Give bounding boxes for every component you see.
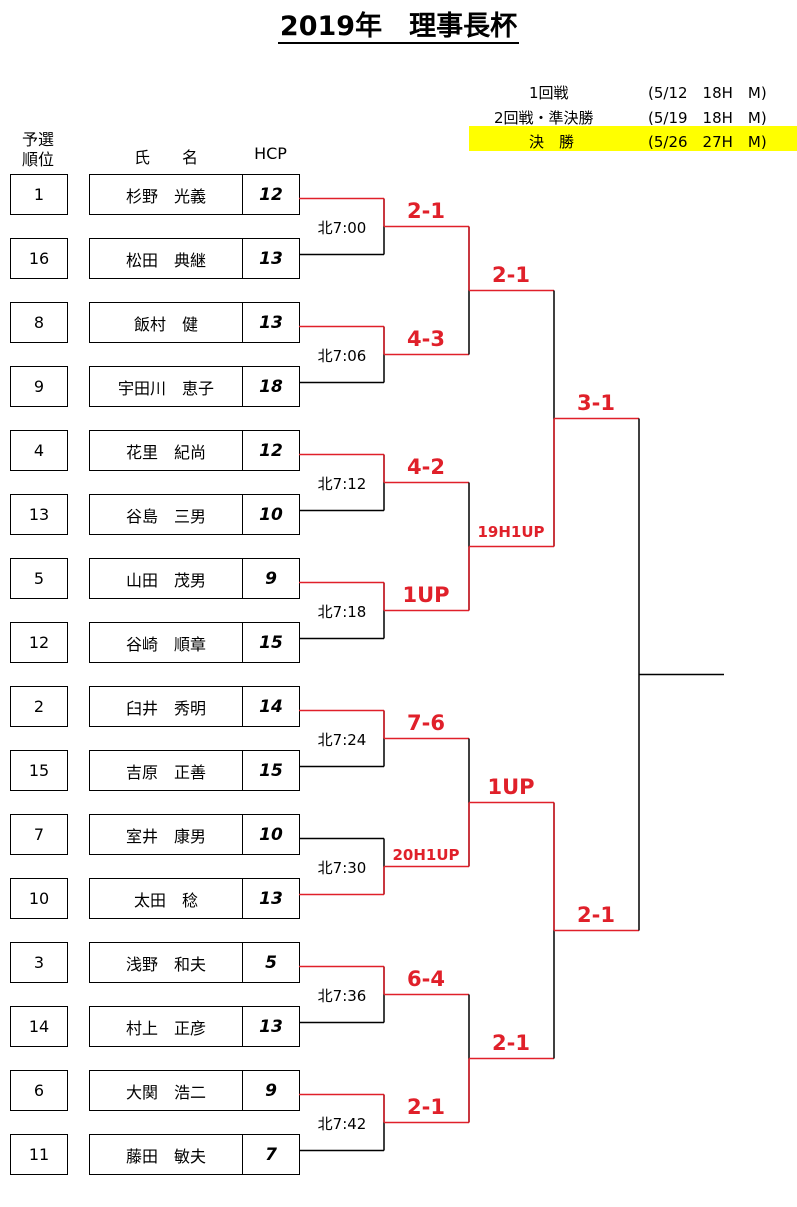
player-hcp: 7 xyxy=(242,1134,300,1175)
seed-cell: 6 xyxy=(10,1070,68,1111)
player-name: 花里 紀尚 xyxy=(89,430,243,471)
player-name: 松田 典継 xyxy=(89,238,243,279)
player-hcp: 18 xyxy=(242,366,300,407)
seed-header: 予選 順位 xyxy=(21,130,54,169)
seed-cell: 16 xyxy=(10,238,68,279)
schedule-round1-detail: (5/12 18H M) xyxy=(648,84,767,102)
schedule-round2-label: 2回戦・準決勝 xyxy=(494,109,594,127)
semifinal-score: 2-1 xyxy=(577,902,615,927)
player-name: 臼井 秀明 xyxy=(89,686,243,727)
player-hcp: 12 xyxy=(242,174,300,215)
round1-score: 4-2 xyxy=(407,454,445,479)
player-hcp: 10 xyxy=(242,494,300,535)
name-header: 氏 名 xyxy=(133,148,198,167)
player-name: 太田 稔 xyxy=(89,878,243,919)
round1-score: 2-1 xyxy=(407,198,445,223)
player-hcp: 10 xyxy=(242,814,300,855)
round2-score: 2-1 xyxy=(492,262,530,287)
schedule-round2-detail: (5/19 18H M) xyxy=(648,109,767,127)
seed-cell: 7 xyxy=(10,814,68,855)
player-name: 谷島 三男 xyxy=(89,494,243,535)
player-hcp: 9 xyxy=(242,558,300,599)
page-title: 2019年 理事長杯 xyxy=(277,11,520,44)
hcp-header: HCP xyxy=(254,144,287,163)
player-name: 吉原 正善 xyxy=(89,750,243,791)
player-hcp: 15 xyxy=(242,622,300,663)
player-name: 村上 正彦 xyxy=(89,1006,243,1047)
schedule-final-detail: (5/26 27H M) xyxy=(648,133,767,151)
player-hcp: 15 xyxy=(242,750,300,791)
seed-cell: 13 xyxy=(10,494,68,535)
seed-cell: 11 xyxy=(10,1134,68,1175)
seed-cell: 2 xyxy=(10,686,68,727)
player-name: 大関 浩二 xyxy=(89,1070,243,1111)
tee-time: 北7:36 xyxy=(317,986,367,1005)
player-name: 杉野 光義 xyxy=(89,174,243,215)
player-hcp: 12 xyxy=(242,430,300,471)
player-name: 藤田 敏夫 xyxy=(89,1134,243,1175)
seed-cell: 10 xyxy=(10,878,68,919)
seed-cell: 1 xyxy=(10,174,68,215)
player-name: 宇田川 恵子 xyxy=(89,366,243,407)
tee-time: 北7:30 xyxy=(317,858,367,877)
player-name: 浅野 和夫 xyxy=(89,942,243,983)
tee-time: 北7:06 xyxy=(317,346,367,365)
tee-time: 北7:12 xyxy=(317,474,367,493)
round1-score: 20H1UP xyxy=(392,845,460,864)
seed-cell: 15 xyxy=(10,750,68,791)
player-name: 室井 康男 xyxy=(89,814,243,855)
final-highlight xyxy=(469,126,797,151)
seed-cell: 14 xyxy=(10,1006,68,1047)
schedule-final-label: 決 勝 xyxy=(529,133,575,151)
round2-score: 2-1 xyxy=(492,1030,530,1055)
round1-score: 1UP xyxy=(402,582,450,607)
player-name: 飯村 健 xyxy=(89,302,243,343)
seed-cell: 5 xyxy=(10,558,68,599)
round1-score: 7-6 xyxy=(407,710,445,735)
player-name: 山田 茂男 xyxy=(89,558,243,599)
semifinal-score: 3-1 xyxy=(577,390,615,415)
player-hcp: 13 xyxy=(242,1006,300,1047)
seed-cell: 4 xyxy=(10,430,68,471)
player-hcp: 13 xyxy=(242,238,300,279)
schedule-round1-label: 1回戦 xyxy=(529,84,569,102)
seed-cell: 3 xyxy=(10,942,68,983)
tee-time: 北7:42 xyxy=(317,1114,367,1133)
player-hcp: 13 xyxy=(242,878,300,919)
round2-score: 1UP xyxy=(487,774,535,799)
player-hcp: 14 xyxy=(242,686,300,727)
player-name: 谷崎 順章 xyxy=(89,622,243,663)
round1-score: 6-4 xyxy=(407,966,445,991)
tee-time: 北7:18 xyxy=(317,602,367,621)
round1-score: 4-3 xyxy=(407,326,445,351)
round2-score: 19H1UP xyxy=(477,522,545,541)
tee-time: 北7:24 xyxy=(317,730,367,749)
player-hcp: 5 xyxy=(242,942,300,983)
round1-score: 2-1 xyxy=(407,1094,445,1119)
seed-cell: 8 xyxy=(10,302,68,343)
player-hcp: 13 xyxy=(242,302,300,343)
seed-cell: 9 xyxy=(10,366,68,407)
tee-time: 北7:00 xyxy=(317,218,367,237)
seed-cell: 12 xyxy=(10,622,68,663)
player-hcp: 9 xyxy=(242,1070,300,1111)
